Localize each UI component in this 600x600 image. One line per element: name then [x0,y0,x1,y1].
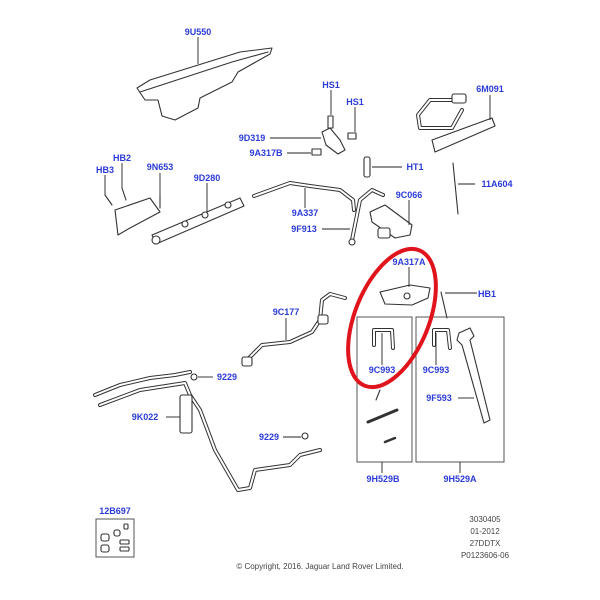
label-9n653[interactable]: 9N653 [147,162,174,172]
bracket-9n653-part [104,163,161,236]
fuel-pipe-9c177-part [241,292,347,367]
label-9h529a[interactable]: 9H529A [443,474,477,484]
label-9229[interactable]: 9229 [259,432,279,442]
label-12b697[interactable]: 12B697 [99,506,131,516]
label-hs1[interactable]: HS1 [322,80,340,90]
highlight-ellipse [346,246,438,390]
label-9a317b[interactable]: 9A317B [249,148,283,158]
engine-cover-part [136,37,273,121]
fuel-rail-9d280-part [151,183,245,245]
label-hs1[interactable]: HS1 [346,97,364,107]
label-9d280[interactable]: 9D280 [194,173,221,183]
label-ht1[interactable]: HT1 [406,162,423,172]
label-9c993[interactable]: 9C993 [369,365,396,375]
label-6m091[interactable]: 6M091 [476,84,504,94]
reference-date: 01-2012 [470,527,500,536]
kit-9h529b-box [356,316,413,473]
kit-9h529a-box [415,316,505,473]
copyright-text: © Copyright, 2016. Jaguar Land Rover Lim… [236,562,403,571]
fuel-rail-6m091-part [416,93,496,215]
label-11a604[interactable]: 11A604 [481,179,512,189]
label-9h529b[interactable]: 9H529B [366,474,400,484]
label-hb2[interactable]: HB2 [113,153,131,163]
label-9c993[interactable]: 9C993 [423,365,450,375]
label-9229[interactable]: 9229 [217,372,237,382]
reference-illustration: P0123606-06 [461,551,510,560]
reference-number: 3030405 [469,515,501,524]
kit-12b697-box [95,518,135,558]
label-hb1[interactable]: HB1 [478,289,496,299]
label-9k022[interactable]: 9K022 [132,412,159,422]
fuel-pump-9c066-part [369,200,413,239]
label-9d319[interactable]: 9D319 [239,133,266,143]
label-9c066[interactable]: 9C066 [396,190,423,200]
fuel-pipe-9f913-part [322,188,385,246]
fuel-hose-9k022-part [93,370,322,492]
label-9c177[interactable]: 9C177 [273,307,300,317]
label-9f593[interactable]: 9F593 [426,393,452,403]
label-9a337[interactable]: 9A337 [292,208,319,218]
reference-engine: 27DDTX [470,539,501,548]
label-9u550[interactable]: 9U550 [185,27,212,37]
label-9a317a[interactable]: 9A317A [392,257,426,267]
bracket-9d319-part [270,90,357,156]
clamp-9a317a-part [379,267,477,319]
sensor-ht1-part [363,156,402,178]
label-9f913[interactable]: 9F913 [291,224,317,234]
fuel-pipe-9a337-part [252,181,356,212]
label-hb3[interactable]: HB3 [96,165,114,175]
